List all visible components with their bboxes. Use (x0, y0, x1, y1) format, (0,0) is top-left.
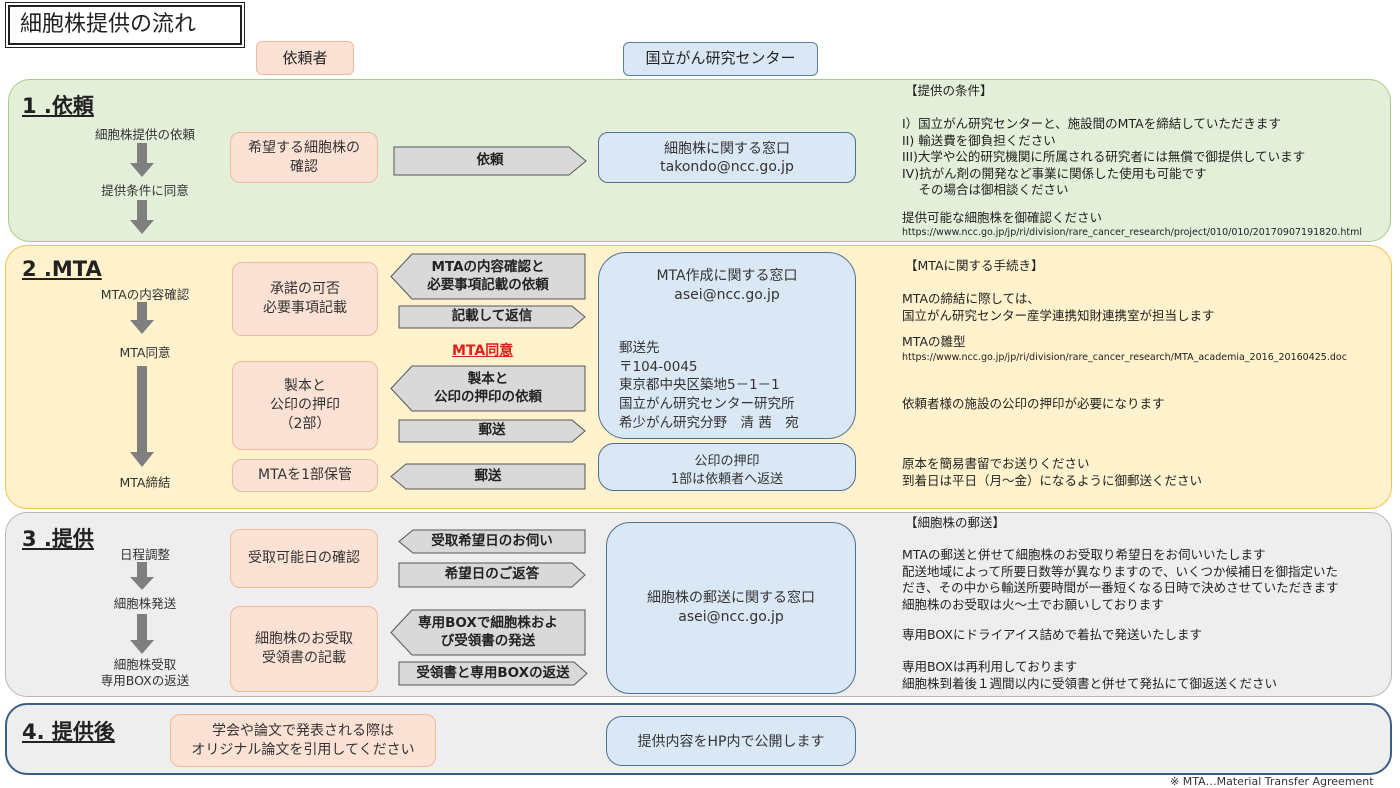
arrow-mail-left: 郵送 (390, 463, 586, 490)
arrow-reply-date-right: 希望日のご返答 (398, 562, 586, 588)
footnote-mta: ※ MTA…Material Transfer Agreement (1170, 775, 1374, 788)
mailing-address: 郵送先 〒104-0045 東京都中央区築地5－1－1 国立がん研究センター研究… (619, 340, 799, 431)
down-arrow-icon (130, 302, 154, 334)
contact-title: 細胞株に関する窓口 (664, 141, 790, 157)
requester-box-available-date: 受取可能日の確認 (230, 529, 378, 588)
note-seal-required: 依頼者様の施設の公印の押印が必要になります (902, 396, 1165, 411)
down-arrow-icon (130, 366, 154, 467)
step-ship-cell-line: 細胞株発送 (113, 596, 177, 611)
note-title-shipping: 【細胞株の郵送】 (905, 515, 1006, 530)
arrow-label: 記載して返信 (451, 308, 533, 325)
arrow-label: 受取希望日のお伺い (431, 532, 553, 549)
requester-header: 依頼者 (256, 41, 354, 75)
arrow-ask-date-left: 受取希望日のお伺い (398, 529, 586, 554)
step-mta-agree: MTA同意 (119, 345, 171, 360)
mta-agree-label: MTA同意 (452, 343, 514, 359)
arrow-label: 専用BOXで細胞株およ び受領書の発送 (418, 614, 558, 649)
ncc-box-mta-contact: MTA作成に関する窓口 asei@ncc.go.jp 郵送先 〒104-0045… (598, 252, 856, 439)
ncc-box-cell-line-contact: 細胞株に関する窓口 takondo@ncc.go.jp (598, 132, 856, 183)
section-3-title: 3 .提供 (22, 527, 94, 551)
page-title: 細胞株提供の流れ (5, 2, 245, 48)
section-1-title: 1 .依頼 (22, 94, 94, 118)
note-mta-department: MTAの締結に際しては、 国立がん研究センター産学連携知財連携室が担当します (902, 291, 1215, 323)
ncc-header: 国立がん研究センター (623, 42, 818, 76)
arrow-label: 受領書と専用BOXの返送 (416, 664, 570, 681)
ncc-box-seal: 公印の押印 1部は依頼者へ返送 (598, 443, 856, 491)
requester-box-cite-paper: 学会や論文で発表される際は オリジナル論文を引用してください (170, 714, 436, 767)
section-2-title: 2 .MTA (22, 257, 102, 281)
contact-title: MTA作成に関する窓口 (656, 268, 798, 284)
note-title-mta: 【MTAに関する手続き】 (905, 258, 1044, 273)
section-4-title: 4. 提供後 (22, 720, 115, 744)
arrow-label: 製本と 公印の押印の依頼 (434, 370, 542, 405)
step-receive-and-return: 細胞株受取 専用BOXの返送 (100, 657, 190, 689)
contact-title: 細胞株の郵送に関する窓口 (647, 590, 815, 607)
step-mta-review: MTAの内容確認 (100, 287, 190, 302)
ncc-box-shipping-contact: 細胞株の郵送に関する窓口 asei@ncc.go.jp (606, 522, 856, 694)
requester-box-binding-seal: 製本と 公印の押印 （2部） (232, 361, 378, 450)
requester-box-approval: 承諾の可否 必要事項記載 (232, 262, 378, 336)
arrow-label: 郵送 (474, 467, 502, 484)
requester-box-confirm-cell-line: 希望する細胞株の 確認 (230, 132, 378, 183)
requester-box-keep-copy: MTAを1部保管 (232, 459, 378, 492)
down-arrow-icon (130, 143, 154, 177)
note-mta-template: MTAの雛型 (902, 334, 966, 349)
link-mta-template-url[interactable]: https://www.ncc.go.jp/jp/ri/division/rar… (902, 352, 1347, 363)
arrow-request-right: 依頼 (393, 146, 587, 176)
note-title-conditions: 【提供の条件】 (905, 83, 993, 98)
step-request: 細胞株提供の依頼 (94, 127, 195, 142)
arrow-reply-right: 記載して返信 (398, 305, 586, 329)
note-check-cell-lines: 提供可能な細胞株を御確認ください (902, 210, 1103, 225)
step-agree-conditions: 提供条件に同意 (101, 183, 189, 198)
down-arrow-icon (130, 562, 154, 590)
link-cell-lines-url[interactable]: https://www.ncc.go.jp/jp/ri/division/rar… (902, 227, 1362, 238)
step-mta-conclude: MTA締結 (119, 475, 171, 490)
ncc-box-publish: 提供内容をHP内で公開します (606, 716, 856, 766)
contact-email[interactable]: asei@ncc.go.jp (678, 609, 784, 625)
contact-email[interactable]: asei@ncc.go.jp (674, 286, 780, 303)
arrow-binding-request-left: 製本と 公印の押印の依頼 (390, 365, 586, 412)
arrow-label: 郵送 (478, 422, 506, 439)
note-registered-mail: 原本を簡易書留でお送りください 到着日は平日（月～金）になるように御郵送ください (902, 456, 1203, 488)
arrow-label: 希望日のご返答 (444, 566, 540, 583)
down-arrow-icon (130, 200, 154, 234)
arrow-label: 依頼 (476, 152, 504, 169)
arrow-mail-right: 郵送 (398, 419, 586, 443)
note-box-return: 専用BOXは再利用しております 細胞株到着後１週間以内に受領書と併せて発払にて御… (902, 659, 1278, 691)
requester-box-receipt: 細胞株のお受取 受領書の記載 (230, 606, 378, 692)
note-conditions: I）国立がん研究センターと、施設間のMTAを締結していただきます II) 輸送費… (902, 116, 1306, 197)
arrow-label: MTAの内容確認と 必要事項記載の依頼 (427, 258, 549, 293)
arrow-mta-request-left: MTAの内容確認と 必要事項記載の依頼 (390, 253, 586, 300)
arrow-ship-box-left: 専用BOXで細胞株およ び受領書の発送 (390, 609, 586, 656)
contact-email[interactable]: takondo@ncc.go.jp (660, 159, 794, 176)
down-arrow-icon (130, 614, 154, 654)
arrow-return-box-right: 受領書と専用BOXの返送 (398, 661, 588, 686)
note-dry-ice: 専用BOXにドライアイス詰めで着払で発送いたします (902, 627, 1202, 642)
note-shipping-schedule: MTAの郵送と併せて細胞株のお受取り希望日をお伺いいたします 配送地域によって所… (902, 547, 1339, 612)
step-schedule: 日程調整 (119, 547, 170, 562)
